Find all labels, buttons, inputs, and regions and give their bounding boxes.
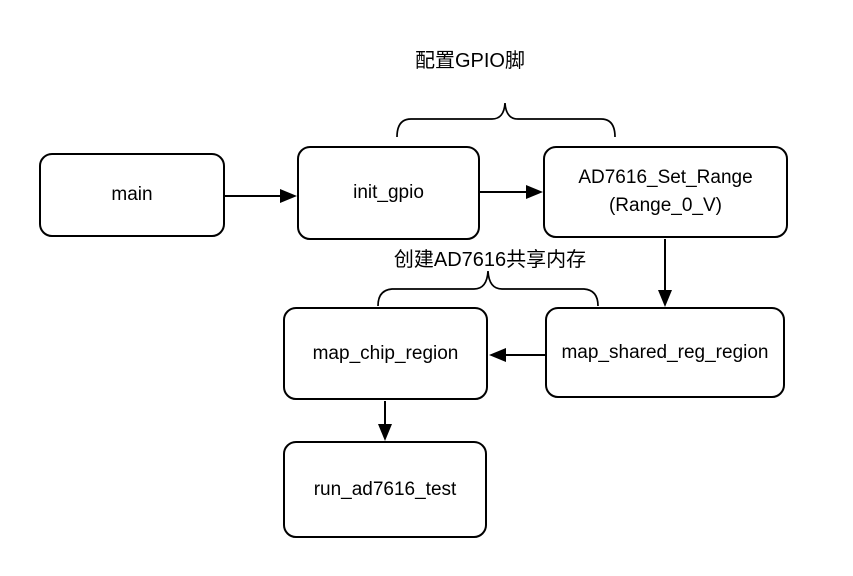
node-map-shared-reg-region: map_shared_reg_region (545, 307, 785, 398)
edge-main-to-init-gpio (225, 189, 297, 203)
brace-config-gpio (396, 102, 616, 138)
node-main: main (39, 153, 225, 237)
node-main-label: main (111, 184, 153, 206)
node-ad7616-set-range: AD7616_Set_Range (Range_0_V) (543, 146, 788, 238)
brace-create-shared-mem (377, 270, 599, 307)
node-ad7616-set-range-sublabel: (Range_0_V) (608, 195, 723, 216)
edge-map-chip-region-to-run-ad7616-test (378, 401, 392, 441)
annotation-create-shared-mem: 创建AD7616共享内存 (393, 249, 587, 271)
node-map-shared-reg-region-label: map_shared_reg_region (561, 341, 769, 363)
node-ad7616-set-range-label: AD7616_Set_Range (578, 167, 753, 189)
node-init-gpio-label: init_gpio (353, 182, 424, 204)
node-run-ad7616-test: run_ad7616_test (283, 441, 487, 538)
edge-ad7616-set-range-to-map-shared-reg-region (658, 239, 672, 307)
node-init-gpio: init_gpio (297, 146, 480, 240)
node-map-chip-region: map_chip_region (283, 307, 488, 400)
annotation-config-gpio: 配置GPIO脚 (414, 50, 525, 72)
node-map-chip-region-label: map_chip_region (312, 342, 459, 364)
edge-map-shared-reg-region-to-map-chip-region (489, 348, 545, 362)
edge-init-gpio-to-ad7616-set-range (480, 185, 543, 199)
node-run-ad7616-test-label: run_ad7616_test (313, 478, 457, 500)
